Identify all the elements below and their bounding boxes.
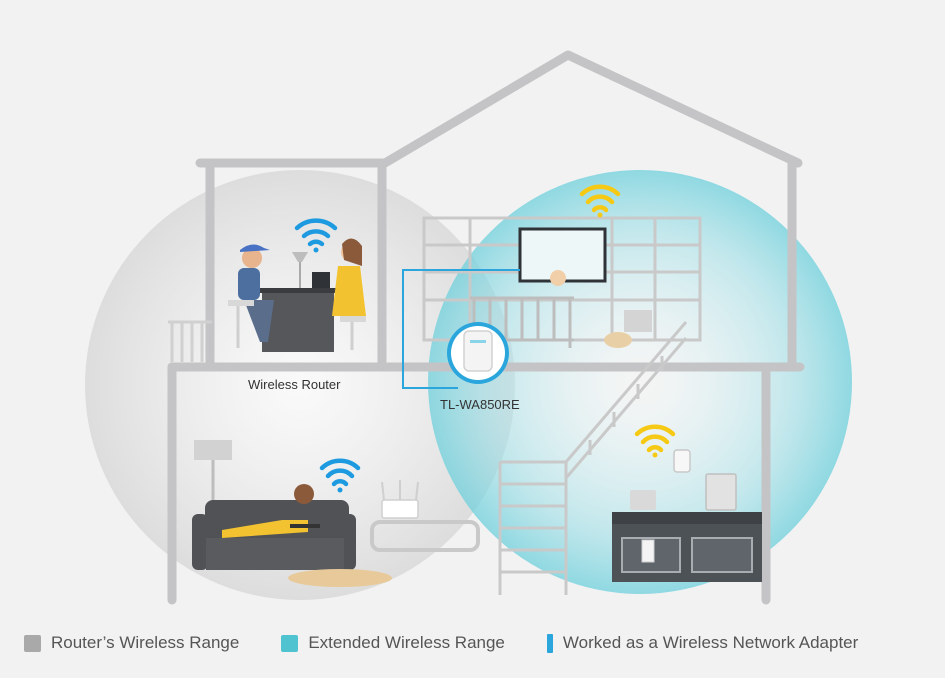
house-network-diagram: Wireless Router TL-WA85: [85, 50, 852, 605]
office-scene: [228, 238, 366, 352]
balcony-railing: [168, 320, 212, 362]
extended-range-swatch: [281, 634, 299, 652]
router-wifi-icon-lower: [319, 458, 361, 493]
storage-box: [624, 310, 652, 332]
kitchen-scene: [612, 449, 762, 582]
router-range-circle: [85, 170, 515, 600]
router-wifi-icon: [294, 218, 338, 253]
legend-label-extended-range: Extended Wireless Range: [308, 633, 505, 652]
legend-item-extended-range: Extended Wireless Range: [281, 633, 505, 653]
baby: [550, 270, 566, 286]
adapter-swatch: [546, 633, 553, 653]
extended-wifi-icon-lower: [634, 424, 676, 458]
adapter-connection-line: [402, 269, 520, 389]
staircase: [498, 321, 688, 595]
legend-item-adapter: Worked as a Wireless Network Adapter: [546, 633, 859, 653]
extender-device-icon: [447, 322, 509, 384]
bedroom-scene: [422, 216, 702, 342]
router-label: Wireless Router: [248, 377, 341, 392]
extender-label: TL-WA850RE: [440, 397, 520, 412]
legend-item-router-range: Router’s Wireless Range: [24, 633, 239, 653]
small-dog: [604, 332, 632, 348]
house-outline: [167, 50, 805, 605]
living-room-scene: [192, 440, 480, 587]
extended-wifi-icon-upper: [579, 184, 621, 218]
legend: Router’s Wireless Range Extended Wireles…: [24, 630, 924, 656]
legend-label-adapter: Worked as a Wireless Network Adapter: [562, 633, 859, 652]
legend-label-router-range: Router’s Wireless Range: [51, 633, 240, 652]
router-range-swatch: [24, 634, 41, 652]
